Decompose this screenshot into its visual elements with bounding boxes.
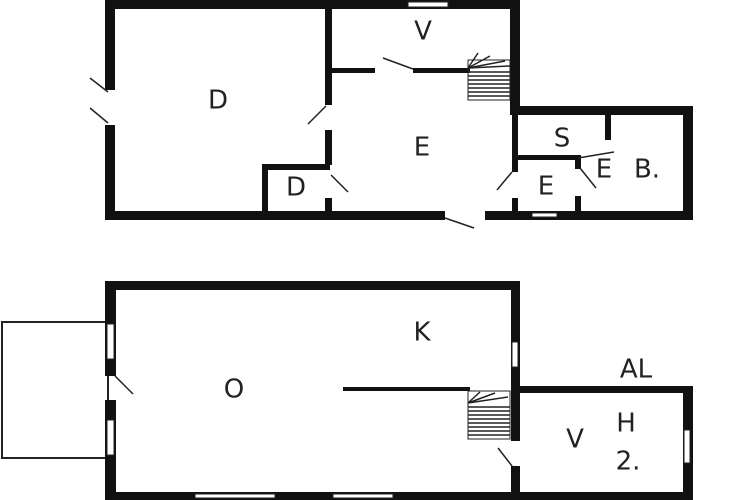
wall [325, 198, 332, 216]
door-swing [89, 77, 109, 93]
door-swing [497, 447, 513, 467]
room-label-v: V [566, 425, 584, 455]
door-swing [307, 105, 327, 125]
wall [515, 386, 693, 393]
room-label-k: K [413, 318, 431, 348]
wall [105, 211, 445, 220]
door-swing [330, 174, 349, 193]
wall [262, 164, 268, 216]
window [407, 1, 449, 8]
door-swing [577, 151, 615, 159]
wall [325, 130, 332, 165]
window [511, 341, 519, 368]
door-swing [114, 375, 134, 395]
window [531, 212, 558, 218]
room-label-d: D [208, 86, 228, 116]
room-label-h: H [616, 409, 636, 439]
window [194, 493, 276, 499]
wall [515, 155, 580, 160]
stairs [467, 52, 511, 101]
room-label-b: B. [634, 155, 660, 185]
deck [1, 321, 109, 459]
wall [330, 68, 375, 73]
wall [512, 110, 518, 172]
room-label-o: O [224, 375, 244, 405]
wall [262, 164, 330, 170]
wall [325, 5, 332, 105]
wall [605, 110, 611, 140]
room-label-e: E [414, 133, 430, 163]
window [683, 429, 691, 464]
wall [105, 281, 520, 290]
wall [511, 466, 520, 500]
door-swing [579, 167, 597, 189]
door-swing [89, 107, 109, 124]
window [332, 493, 394, 499]
wall [510, 0, 520, 112]
room-label-al: AL [620, 355, 653, 385]
window [106, 323, 115, 360]
wall [683, 106, 693, 220]
upper-floor: D V E D S E E B. [89, 0, 693, 229]
wall [485, 211, 690, 220]
window [106, 419, 115, 456]
wall [575, 196, 581, 216]
wall [413, 68, 470, 73]
wall [343, 387, 470, 391]
door-swing [496, 171, 513, 191]
wall [105, 125, 115, 220]
room-label-2: 2. [616, 447, 641, 477]
wall [575, 155, 581, 169]
wall [510, 106, 693, 115]
room-label-d-closet: D [286, 173, 306, 203]
room-label-s: S [554, 124, 571, 154]
wall [105, 492, 693, 500]
door-swing [382, 57, 414, 70]
room-label-v: V [414, 17, 432, 47]
wall [105, 0, 115, 90]
wall [512, 198, 518, 218]
door-swing [444, 217, 475, 229]
wall [105, 0, 520, 9]
room-label-e-small: E [538, 172, 554, 202]
lower-floor: K O AL V H 2. [1, 281, 693, 500]
room-label-b-overlay: E [596, 155, 612, 185]
stairs [467, 390, 511, 440]
